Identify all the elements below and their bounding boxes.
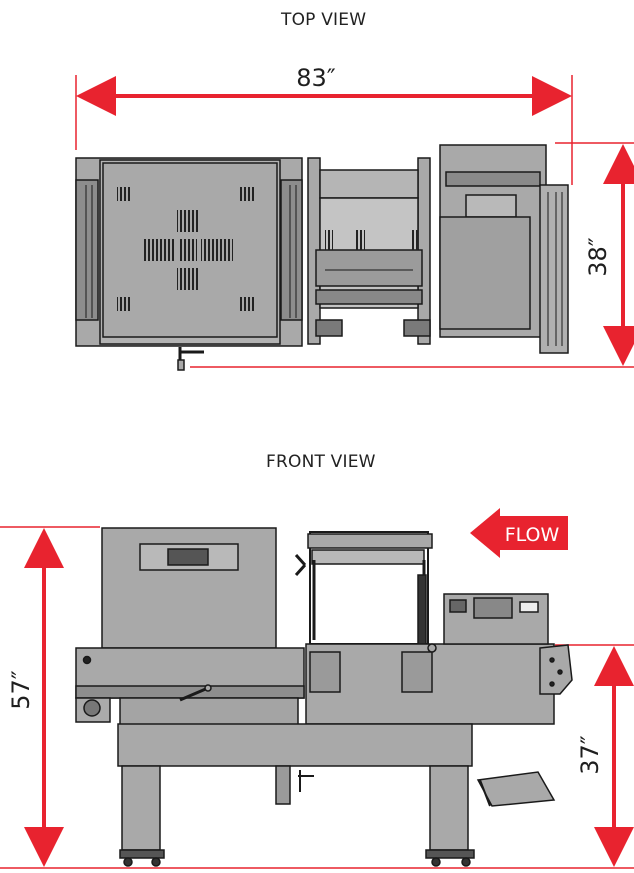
overall-height-dimension: 57″ [0,526,634,869]
top-view-title: TOP VIEW [281,10,367,30]
sealer-top [307,157,431,345]
tunnel-top [75,157,303,371]
width-dimension-label: 83″ [296,64,336,92]
film-station-top [439,144,569,354]
tunnel-front [75,527,305,729]
flow-arrow: FLOW [470,508,568,558]
front-view-drawing: FLOW 57″ 37″ [0,508,634,869]
width-dimension: 83″ [75,64,573,185]
control-panel-front [443,593,549,645]
depth-dimension-label: 38″ [584,237,612,277]
conveyor-height-dimension: 37″ [555,644,634,867]
film-cradle-front [476,644,573,807]
conveyor-height-label: 37″ [576,735,604,775]
overall-height-label: 57″ [7,670,35,710]
flow-label: FLOW [505,524,560,546]
machine-base [117,723,475,867]
depth-dimension: 38″ [190,142,634,368]
top-view-drawing: 83″ 38″ [75,64,634,371]
front-view-title: FRONT VIEW [266,452,376,472]
